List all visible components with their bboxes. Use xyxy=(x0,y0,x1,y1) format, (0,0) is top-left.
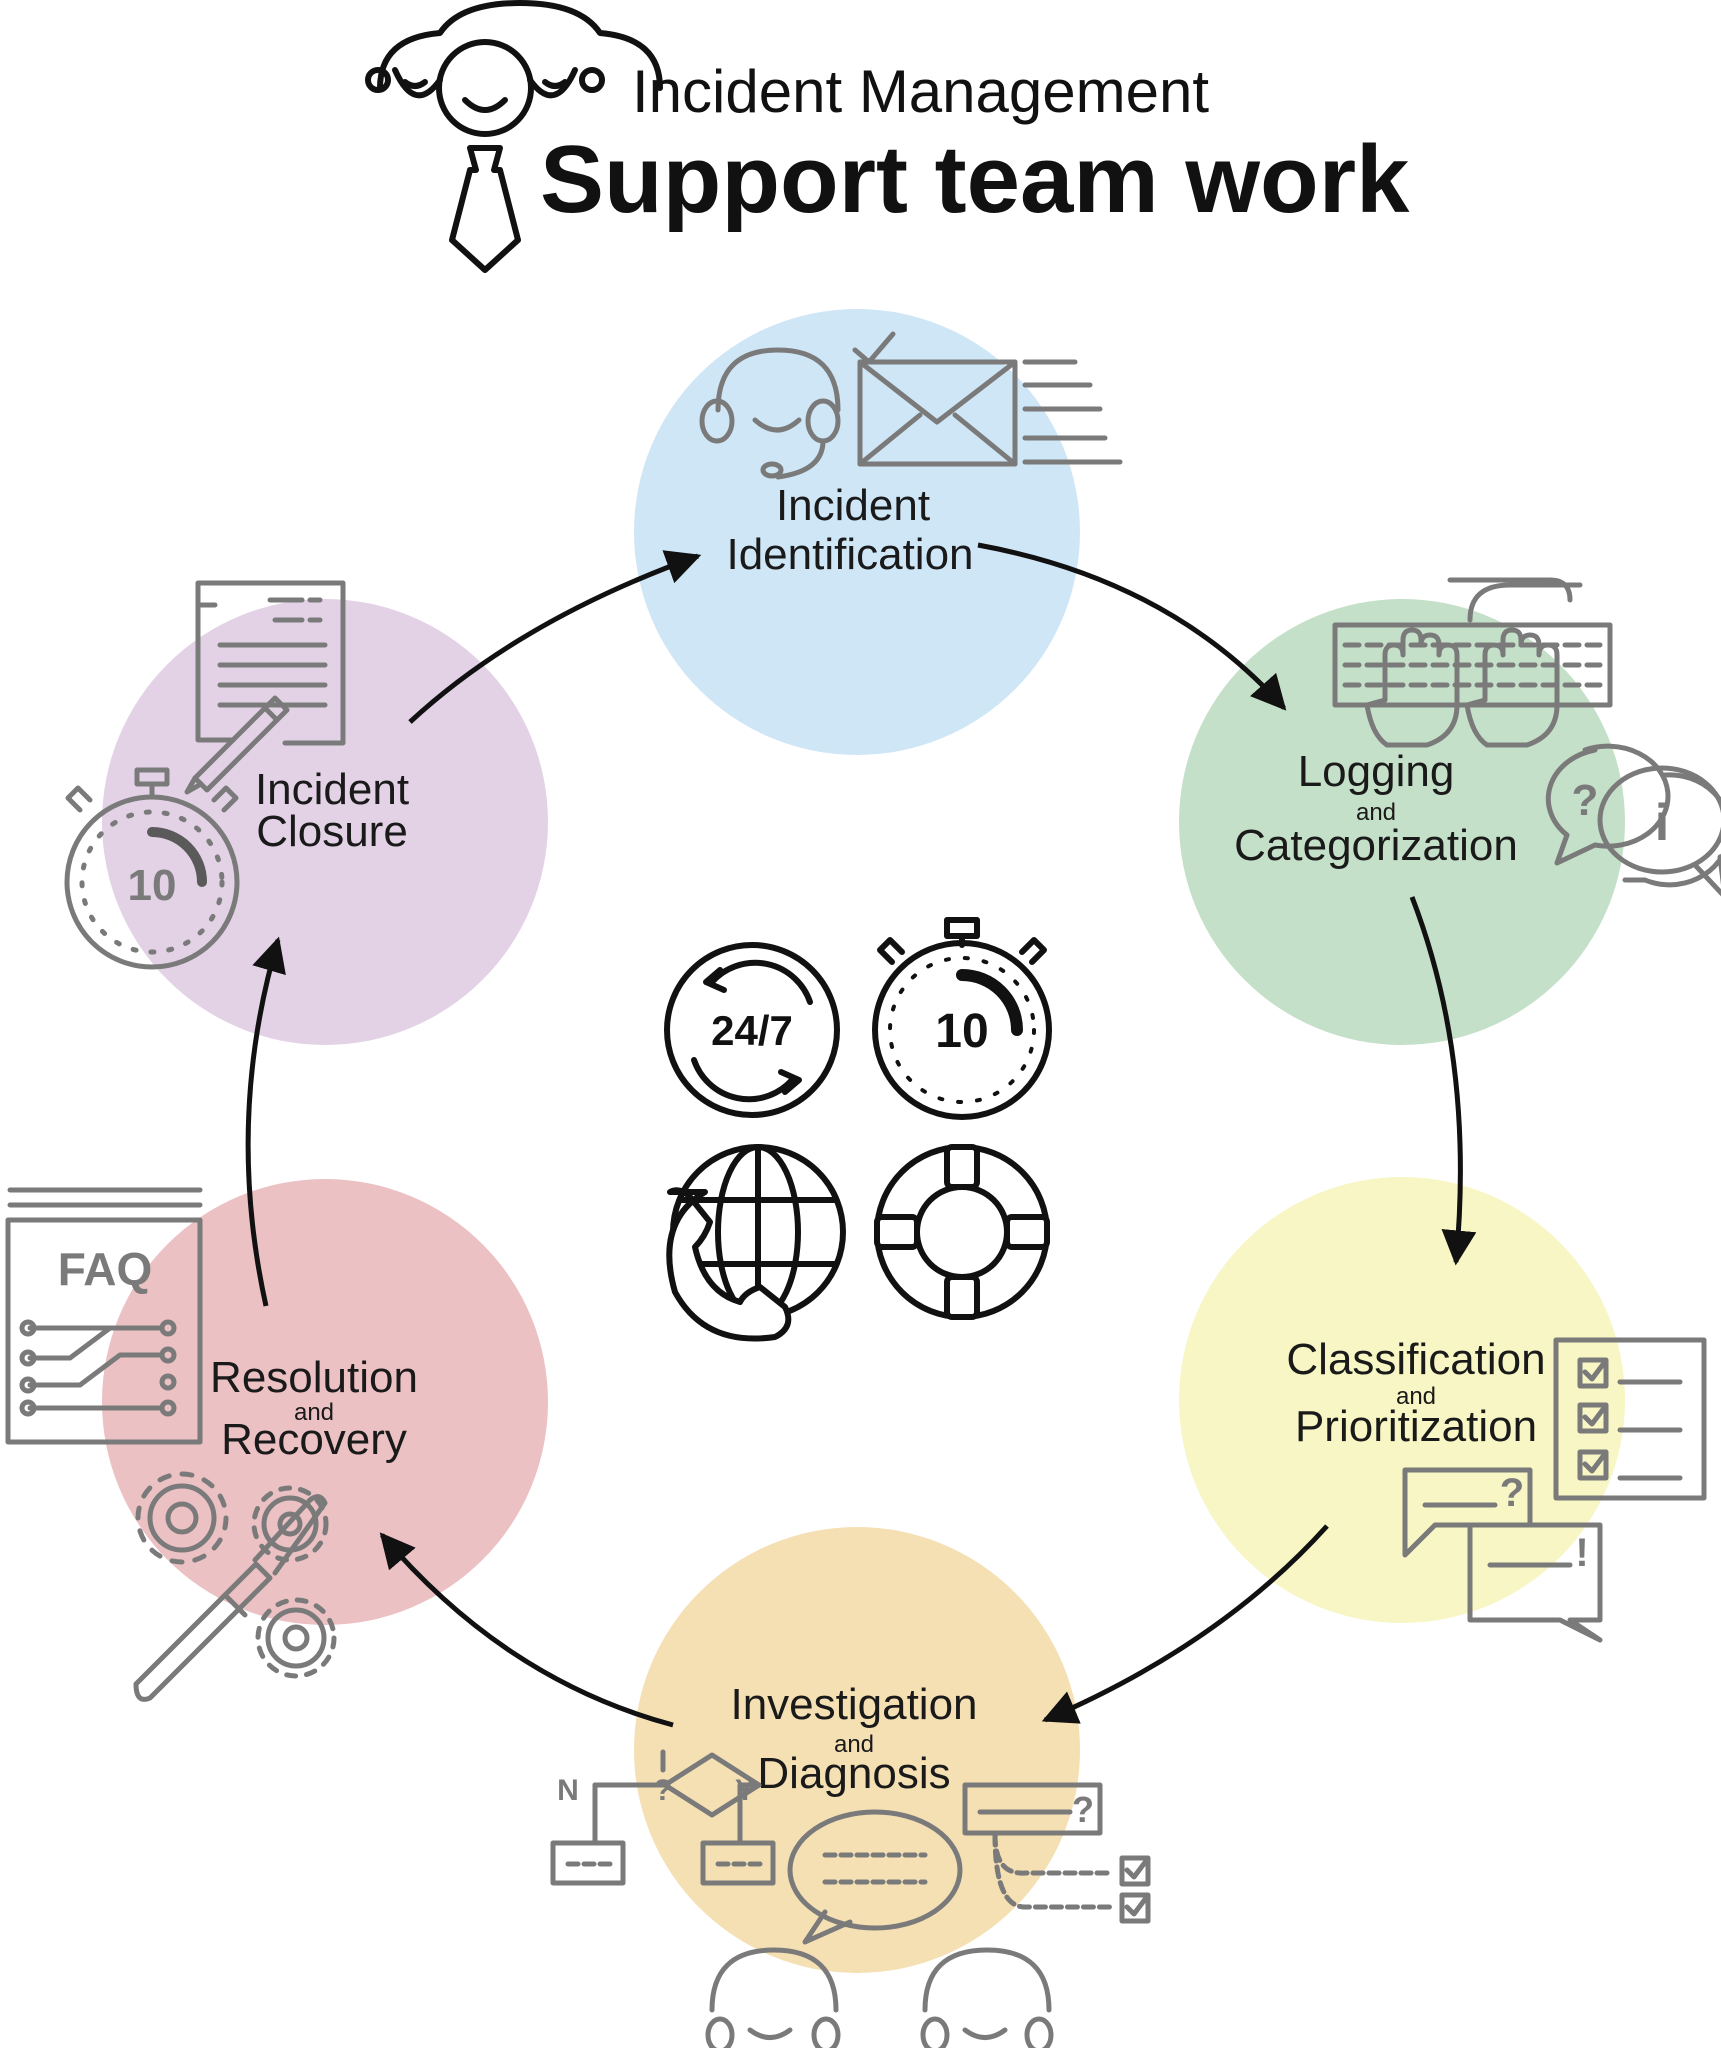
svg-text:Incident: Incident xyxy=(776,481,930,530)
stage-circle-classification xyxy=(1179,1177,1625,1623)
discussion-bubble-icon xyxy=(787,1809,963,1945)
stage-label-classification: Classification and Prioritization xyxy=(1286,1335,1545,1451)
speech-bubbles-icon xyxy=(1545,743,1721,897)
no-label: N xyxy=(557,1774,579,1807)
svg-text:and: and xyxy=(834,1731,874,1758)
closure-timer-text: 10 xyxy=(128,861,177,910)
svg-text:Prioritization: Prioritization xyxy=(1295,1402,1537,1451)
svg-text:Incident: Incident xyxy=(255,765,409,814)
team-members-icon xyxy=(705,1947,1054,2048)
stage-circle-logging xyxy=(1179,599,1625,1045)
stage-circle-identification xyxy=(634,309,1080,755)
stage-circle-investigation xyxy=(634,1527,1080,1973)
email-icon xyxy=(852,331,1123,467)
svg-text:Classification: Classification xyxy=(1286,1335,1545,1384)
svg-text:and: and xyxy=(1396,1383,1436,1410)
stage-label-investigation: Investigation and Diagnosis xyxy=(730,1680,977,1798)
stage-label-logging: Logging and Categorization xyxy=(1234,747,1518,870)
exclamation-mark: ! xyxy=(1575,1531,1588,1575)
checklist-icon xyxy=(1553,1337,1707,1501)
center-stopwatch-icon xyxy=(872,917,1052,1120)
tie-icon xyxy=(449,145,521,273)
svg-text:Categorization: Categorization xyxy=(1234,821,1518,870)
badge-timer: 10 xyxy=(935,1005,988,1058)
question-mark: ? xyxy=(1500,1471,1524,1515)
faq-text: FAQ xyxy=(58,1243,153,1295)
svg-text:Resolution: Resolution xyxy=(210,1353,418,1402)
question-icon: ? xyxy=(1572,776,1599,825)
stage-label-identification: Incident Identification xyxy=(726,481,973,579)
flowchart-icon xyxy=(550,1749,776,1886)
info-icon: i xyxy=(1655,794,1669,852)
document-icon xyxy=(195,580,346,746)
stage-circle-closure xyxy=(102,599,548,1045)
clock-24-7-icon xyxy=(664,942,840,1118)
svg-text:and: and xyxy=(1356,799,1396,826)
cycle-arrows xyxy=(245,542,1477,1728)
yes-label: Y xyxy=(735,1774,755,1807)
report-checklist-icon xyxy=(962,1782,1151,1924)
svg-text:Closure: Closure xyxy=(256,807,408,856)
svg-text:Recovery: Recovery xyxy=(221,1415,407,1464)
header-title: Support team work xyxy=(540,126,1410,233)
lifebuoy-icon xyxy=(874,1144,1050,1320)
stage-label-resolution: Resolution and Recovery xyxy=(210,1353,418,1464)
svg-text:Identification: Identification xyxy=(726,530,973,579)
headset-icon xyxy=(699,347,841,480)
svg-text:Diagnosis: Diagnosis xyxy=(757,1749,950,1798)
decision-question: ? xyxy=(654,1774,672,1807)
globe-phone-icon xyxy=(666,1144,846,1342)
svg-text:Investigation: Investigation xyxy=(730,1680,977,1729)
pencil-icon xyxy=(184,695,290,795)
stage-label-closure: Incident Closure xyxy=(255,765,409,856)
svg-text:and: and xyxy=(294,1399,334,1426)
wrench-icon xyxy=(133,1494,328,1702)
badge-24-7: 24/7 xyxy=(711,1007,793,1054)
team-faces-icon xyxy=(365,0,663,137)
header-subtitle: Incident Management xyxy=(632,58,1209,125)
hands-icon xyxy=(1364,627,1560,748)
stopwatch-icon xyxy=(64,767,240,970)
report-question: ? xyxy=(1072,1789,1094,1830)
faq-book-icon xyxy=(5,1187,203,1445)
chat-icon xyxy=(1402,1467,1603,1643)
gears-icon xyxy=(135,1471,337,1679)
svg-text:Logging: Logging xyxy=(1298,747,1455,796)
